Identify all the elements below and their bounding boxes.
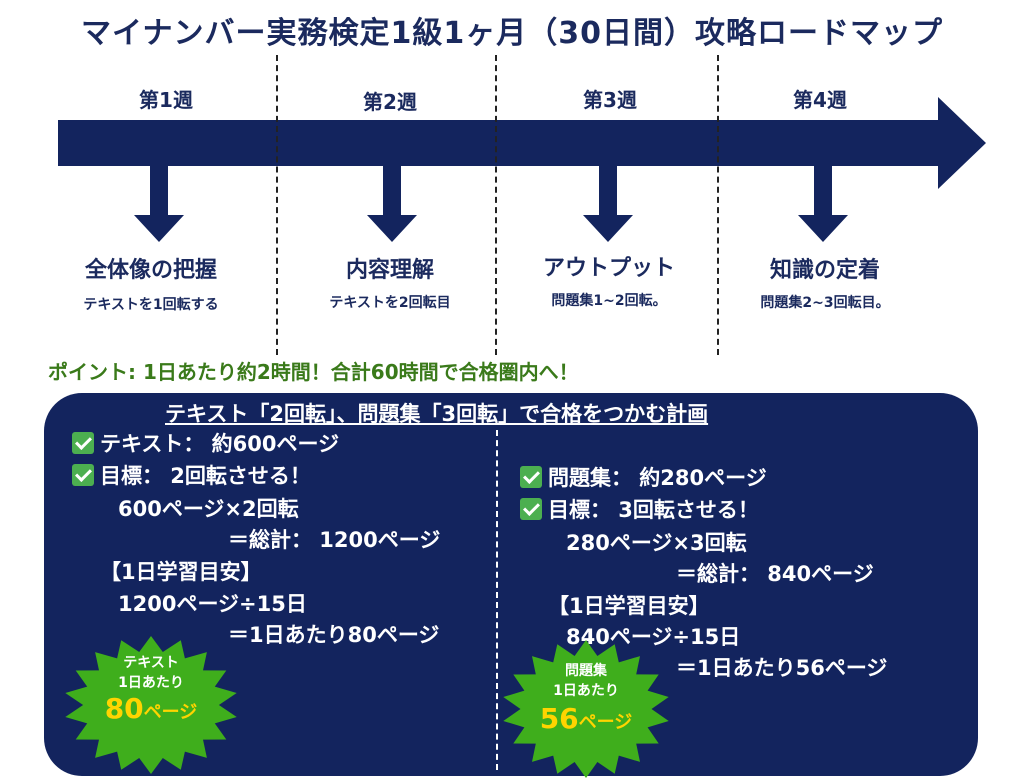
check-icon [72, 464, 94, 486]
page-title: マイナンバー実務検定1級1ヶ月（30日間）攻略ロードマップ [81, 16, 943, 51]
workbook-daily-calc: 840ページ÷15日 [566, 625, 741, 649]
roadmap-graphic [58, 97, 986, 242]
text-daily-calc: 1200ページ÷15日 [118, 592, 307, 616]
text-daily-result: ＝1日あたり80ページ [228, 623, 440, 647]
phase-title-3: アウトプット [542, 256, 675, 281]
workbook-total-line: ＝総計： 840ページ [676, 562, 874, 586]
phase-title-1: 全体像の把握 [84, 258, 217, 283]
text-daily-heading: 【1日学習目安】 [100, 560, 262, 584]
phase-desc-1: テキストを1回転する [83, 297, 219, 313]
phase-title-4: 知識の定着 [769, 258, 880, 283]
week-label-3: 第3週 [583, 88, 637, 112]
phase-desc-2: テキストを2回転目 [329, 295, 451, 311]
text-goal-line: 目標： 2回転させる！ [72, 460, 311, 490]
text-calc-line: 600ページ×2回転 [118, 497, 299, 521]
check-icon [520, 498, 542, 520]
panel-divider [496, 430, 498, 770]
timeline-arrow [58, 97, 986, 189]
week-divider [717, 55, 719, 355]
down-arrow-week3 [583, 166, 633, 242]
text-total-line: ＝総計： 1200ページ [228, 528, 441, 552]
starburst-text [65, 636, 237, 774]
week-divider [276, 55, 278, 355]
week-label-2: 第2週 [363, 90, 417, 114]
phase-desc-4: 問題集2~3回転目。 [760, 295, 890, 311]
workbook-goal-line: 目標： 3回転させる！ [520, 494, 759, 524]
down-arrow-week1 [134, 166, 184, 242]
text-pages-line: テキスト： 約600ページ [72, 428, 339, 458]
workbook-calc-line: 280ページ×3回転 [566, 531, 747, 555]
starburst-workbook [503, 640, 669, 778]
burst2-label2: 1日あたり [553, 683, 619, 699]
check-icon [72, 432, 94, 454]
burst2-value: 56ページ [539, 702, 633, 735]
workbook-daily-heading: 【1日学習目安】 [548, 594, 710, 618]
week-label-1: 第1週 [139, 88, 193, 112]
workbook-daily-result: ＝1日あたり56ページ [676, 656, 888, 680]
workbook-pages-line: 問題集： 約280ページ [520, 462, 767, 492]
down-arrow-week2 [367, 166, 417, 242]
check-icon [520, 466, 542, 488]
week-divider [495, 55, 497, 355]
week-label-4: 第4週 [793, 88, 847, 112]
down-arrow-week4 [798, 166, 848, 242]
point-note: ポイント: 1日あたり約2時間！合計60時間で合格圏内へ！ [48, 360, 579, 384]
burst2-label1: 問題集 [565, 663, 607, 679]
burst1-label1: テキスト [123, 655, 179, 671]
burst1-label2: 1日あたり [118, 675, 184, 691]
burst1-value: 80ページ [104, 692, 198, 725]
phase-title-2: 内容理解 [345, 258, 434, 283]
phase-desc-3: 問題集1~2回転。 [551, 293, 667, 309]
panel-title: テキスト「2回転」、問題集「3回転」で合格をつかむ計画 [165, 402, 709, 426]
